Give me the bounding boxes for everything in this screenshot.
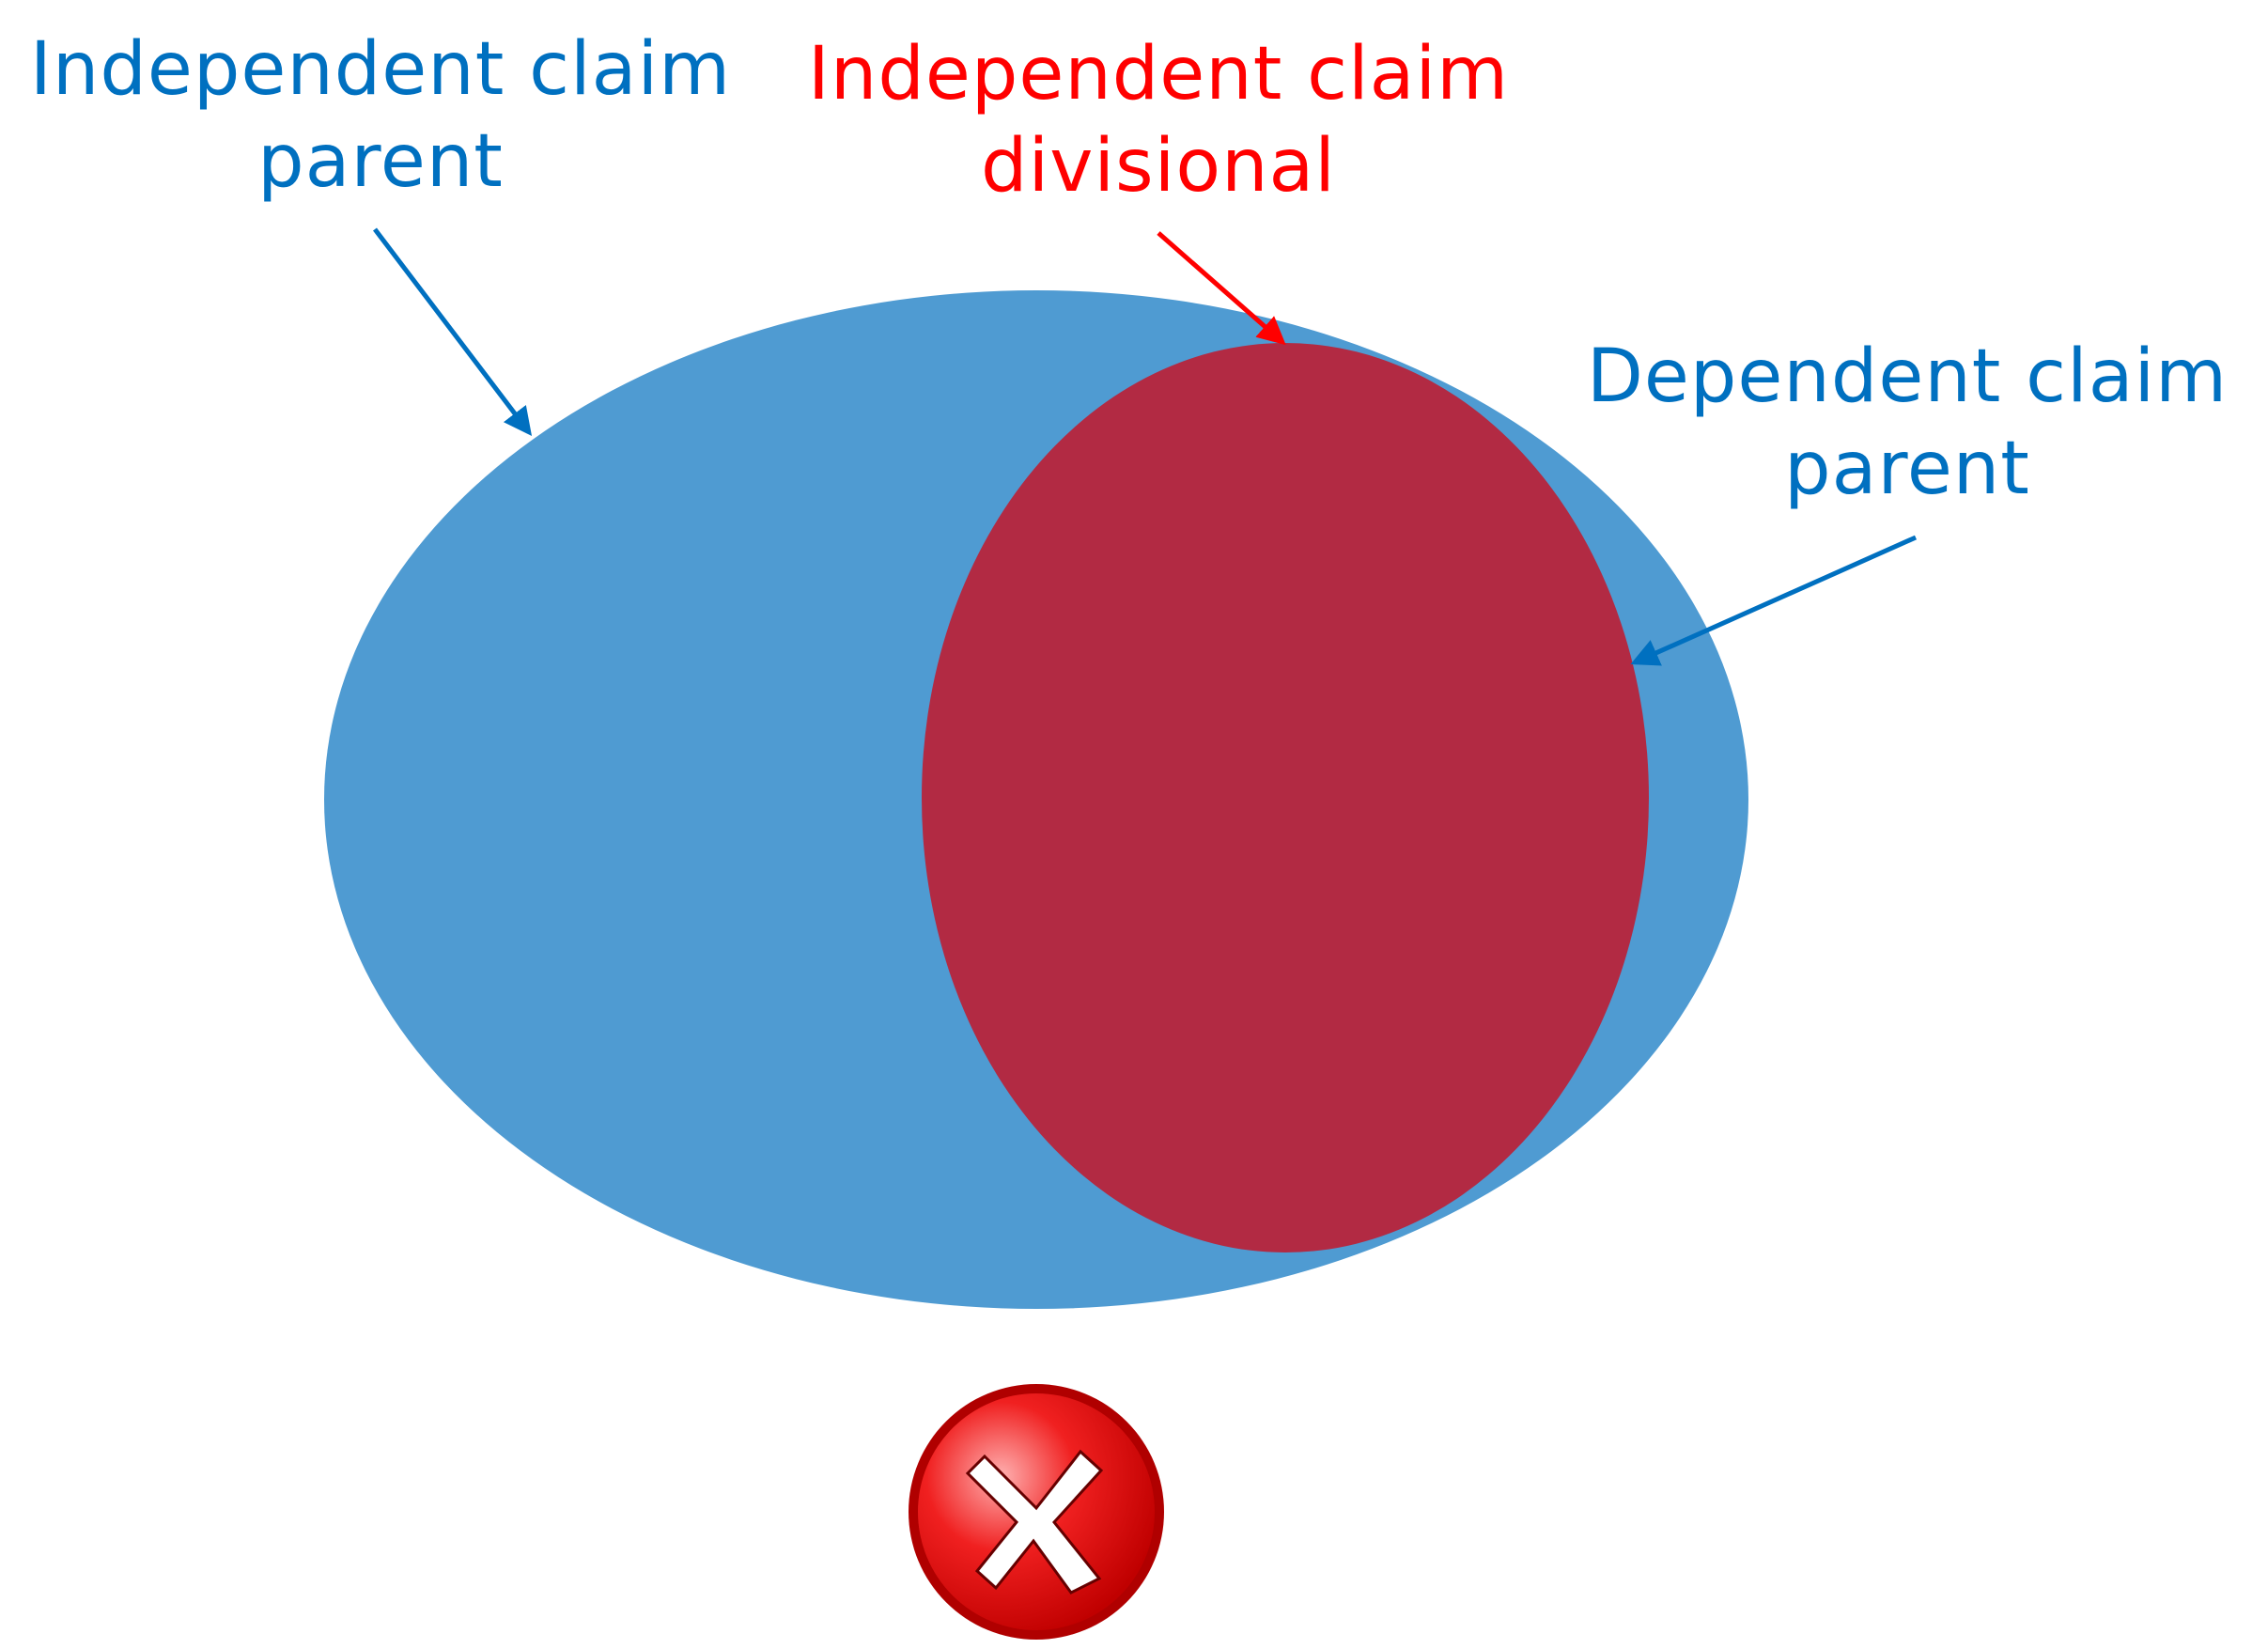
independent-claim-divisional-ellipse — [922, 343, 1649, 1252]
red-x-reject-icon — [909, 1384, 1164, 1640]
label-line: parent — [257, 119, 504, 204]
label-dependent-claim-parent: Dependent claim parent — [1587, 331, 2228, 515]
label-line: divisional — [981, 124, 1336, 209]
label-independent-claim-divisional: Independent claim divisional — [808, 28, 1509, 212]
label-line: Independent claim — [29, 27, 732, 112]
label-line: Independent claim — [807, 32, 1510, 117]
label-independent-claim-parent: Independent claim parent — [30, 23, 731, 208]
arrow-dependent-parent — [1630, 535, 1918, 666]
label-line: parent — [1784, 427, 2030, 511]
arrow-independent-divisional — [1157, 231, 1286, 346]
label-line: Dependent claim — [1586, 334, 2229, 419]
arrow-independent-parent — [373, 227, 533, 436]
